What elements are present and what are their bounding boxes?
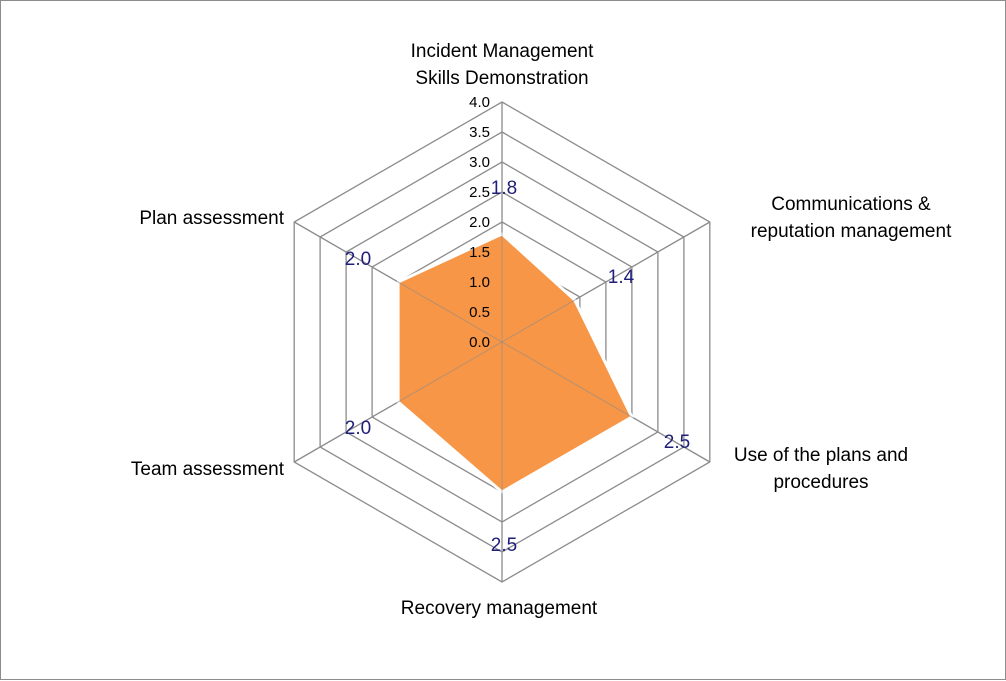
category-label-line: Plan assessment bbox=[139, 208, 284, 229]
tick-label: 3.5 bbox=[469, 124, 490, 141]
series-area bbox=[396, 232, 634, 494]
category-label-line: Recovery management bbox=[401, 598, 598, 619]
data-label: 1.4 bbox=[608, 267, 635, 288]
category-label: Plan assessment bbox=[139, 208, 284, 229]
category-label-line: procedures bbox=[773, 472, 868, 493]
tick-label: 2.0 bbox=[469, 214, 490, 231]
data-label: 2.5 bbox=[491, 535, 517, 556]
category-label-line: Use of the plans and bbox=[734, 445, 908, 466]
category-label: Use of the plans and procedures bbox=[734, 445, 908, 493]
category-label: Team assessment bbox=[131, 459, 285, 480]
tick-layer: 0.0 0.5 1.0 1.5 2.0 2.5 3.0 3.5 4.0 bbox=[469, 94, 490, 351]
tick-label: 1.0 bbox=[469, 274, 490, 291]
tick-label: 3.0 bbox=[469, 154, 490, 171]
category-label: Communications & reputation management bbox=[751, 194, 952, 242]
category-label-line: Communications & bbox=[771, 194, 931, 215]
tick-label: 2.5 bbox=[469, 184, 490, 201]
grid-spoke-overlay bbox=[293, 221, 503, 343]
category-label-line: reputation management bbox=[751, 221, 952, 242]
series-layer bbox=[293, 102, 711, 582]
data-label-layer: 1.8 1.4 2.5 2.5 2.0 2.0 bbox=[345, 178, 690, 556]
category-label: Recovery management bbox=[401, 598, 598, 619]
grid-spoke-overlay bbox=[501, 341, 711, 463]
data-label: 2.5 bbox=[664, 432, 690, 453]
category-label-line: Incident Management bbox=[411, 41, 594, 62]
tick-label: 4.0 bbox=[469, 94, 490, 111]
data-label: 2.0 bbox=[345, 249, 371, 270]
data-label: 2.0 bbox=[345, 418, 371, 439]
category-label-line: Team assessment bbox=[131, 459, 285, 480]
category-label-line: Skills Demonstration bbox=[415, 68, 588, 89]
grid-spoke-overlay bbox=[293, 341, 503, 463]
grid-spoke-overlay bbox=[501, 221, 711, 343]
tick-label: 1.5 bbox=[469, 244, 490, 261]
tick-label: 0.0 bbox=[469, 334, 490, 351]
data-label: 1.8 bbox=[491, 178, 517, 199]
tick-label: 0.5 bbox=[469, 304, 490, 321]
